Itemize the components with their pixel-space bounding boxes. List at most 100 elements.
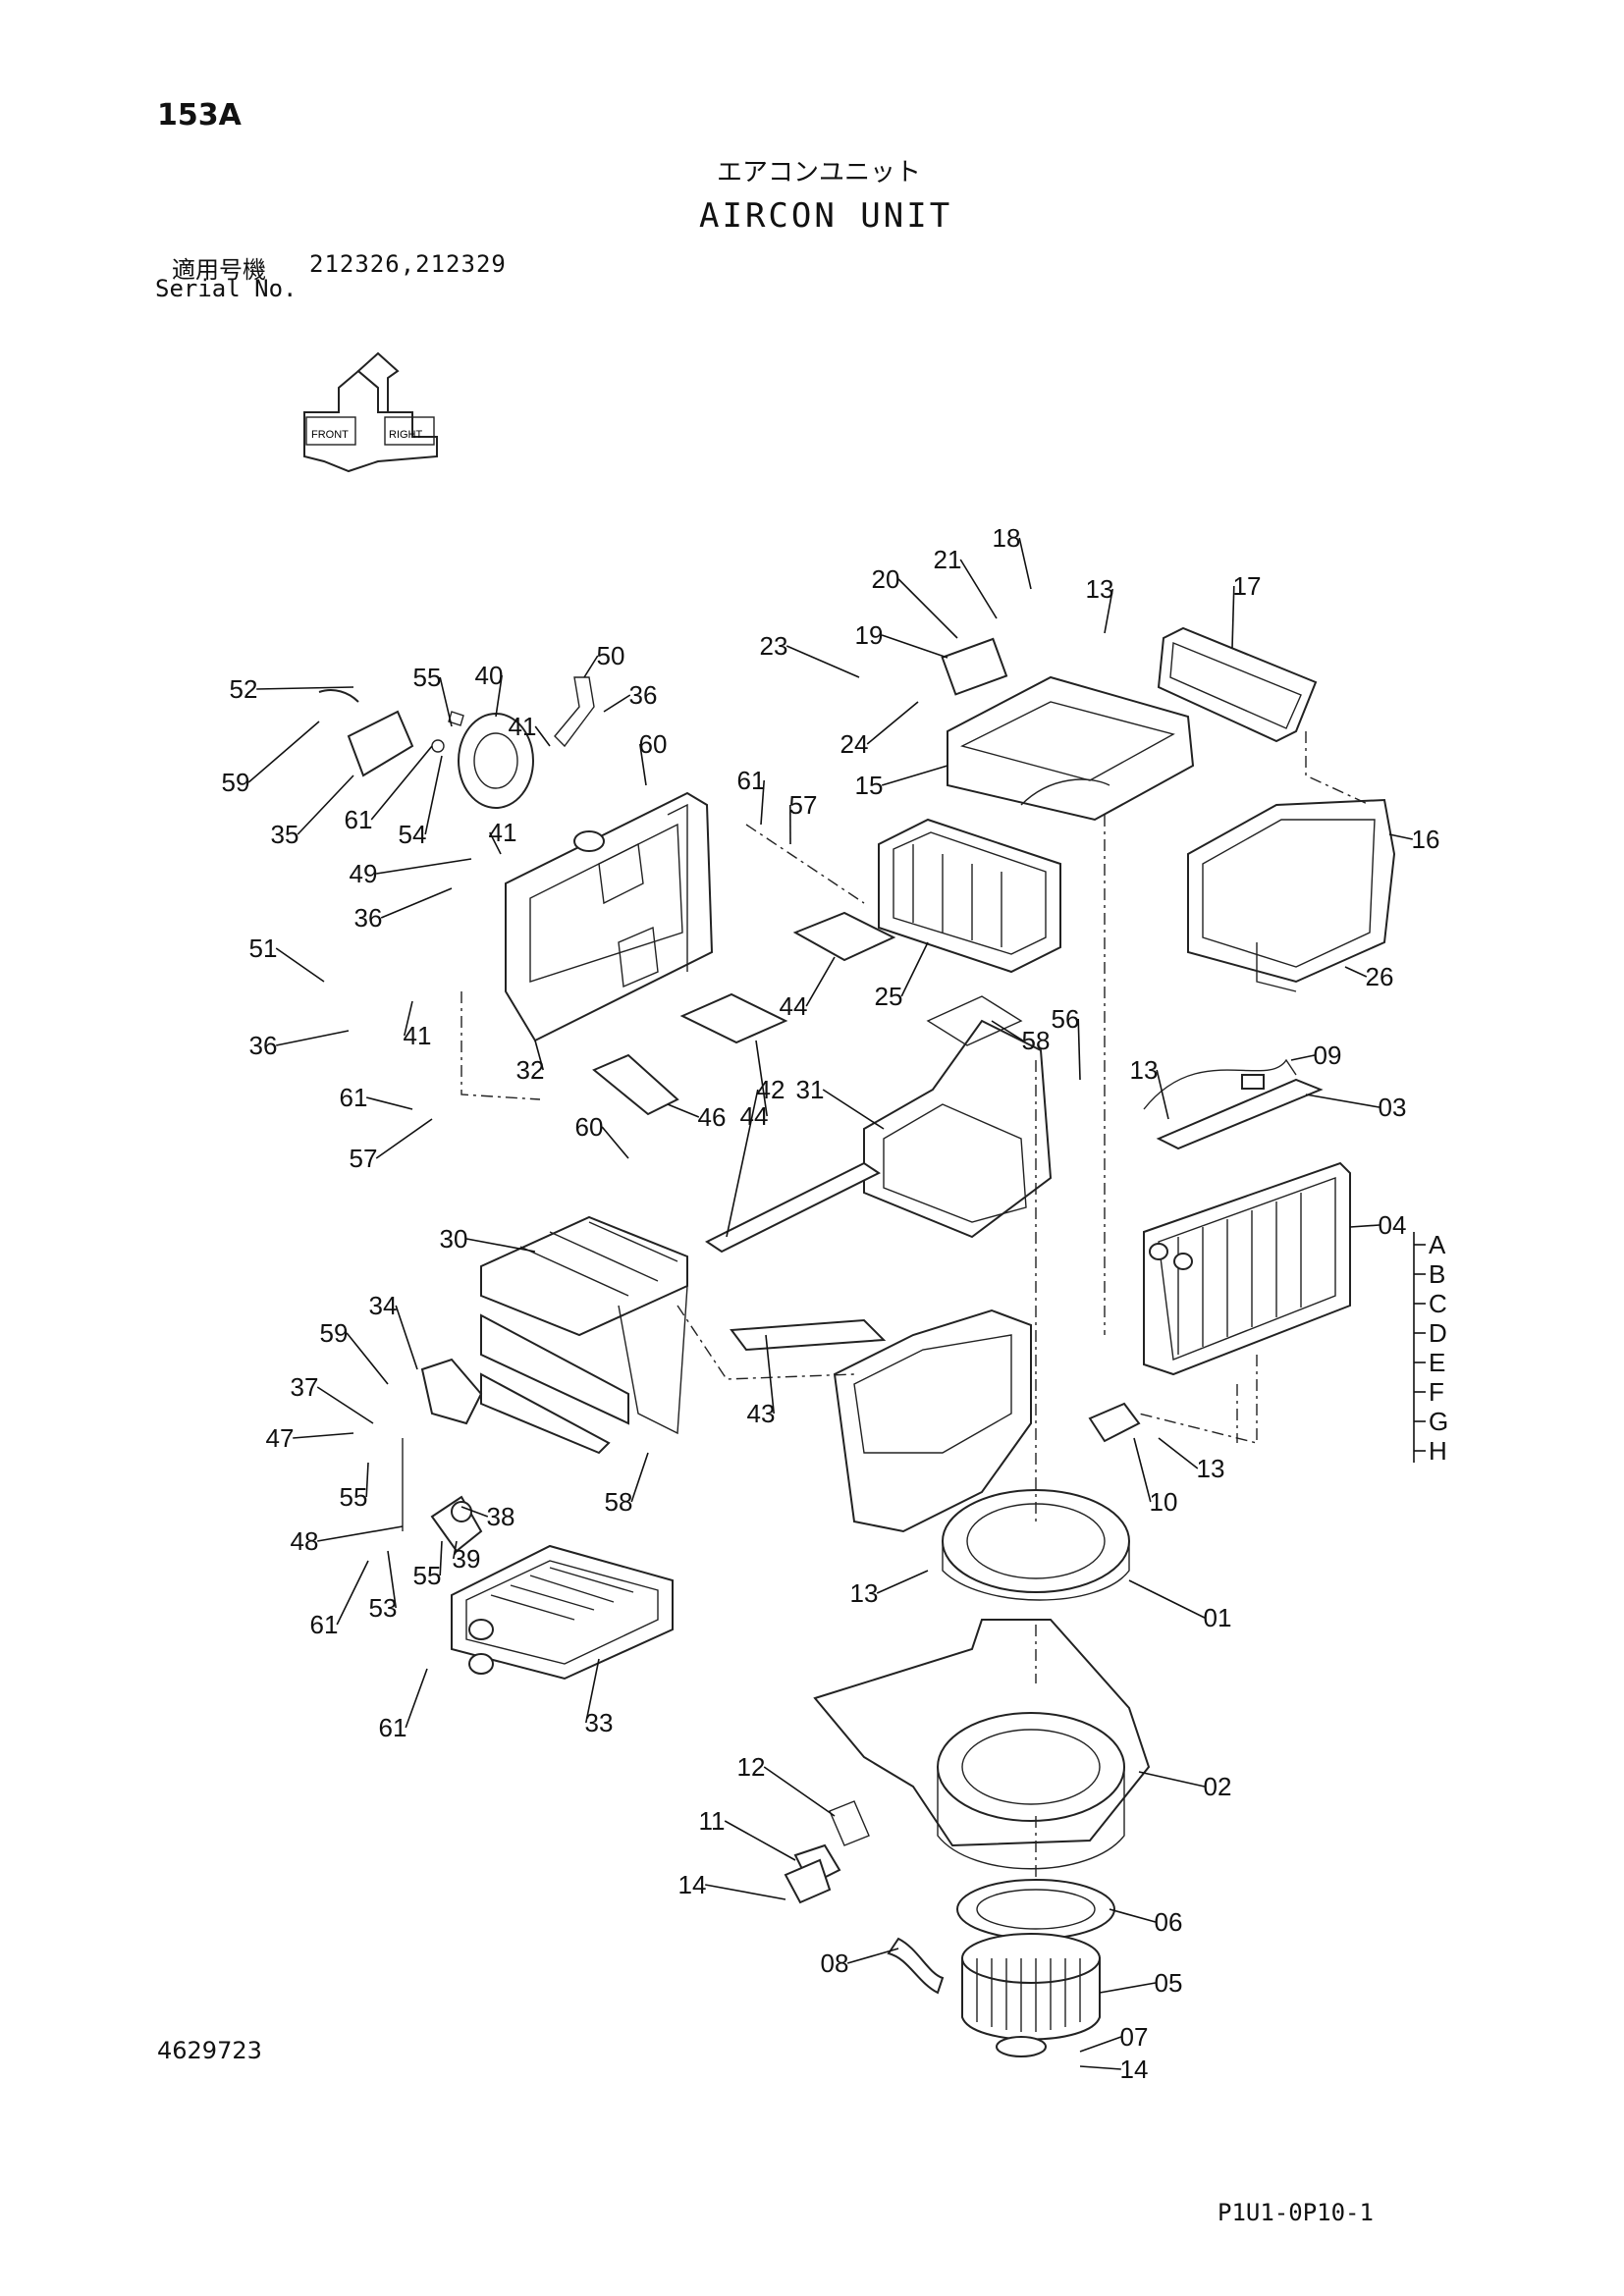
callout-label: 36 xyxy=(249,1031,278,1060)
callout-label: 15 xyxy=(855,771,884,800)
callout-leader-line xyxy=(460,1506,489,1518)
callout-label: 38 xyxy=(487,1502,515,1531)
callout-leader-line xyxy=(959,559,998,619)
callout-label: 33 xyxy=(585,1708,614,1737)
callout-label: 48 xyxy=(291,1526,319,1556)
callout-label: 55 xyxy=(413,663,442,692)
intake-housing-part-16 xyxy=(1187,798,1396,992)
callout-label: 11 xyxy=(699,1806,726,1836)
filter-frame-part-17 xyxy=(1157,626,1318,743)
callout-leader-line xyxy=(1077,1018,1081,1081)
callout-label: 12 xyxy=(737,1752,766,1782)
callout-label: 41 xyxy=(489,818,517,847)
callout-label: 03 xyxy=(1379,1093,1407,1122)
callout-leader-line xyxy=(1158,1437,1199,1469)
callout-label: 16 xyxy=(1412,825,1440,854)
callout-label: 18 xyxy=(993,523,1021,553)
callout-label: 61 xyxy=(340,1083,368,1112)
callout-label: 25 xyxy=(875,982,903,1011)
callout-leader-line xyxy=(395,1305,418,1370)
variant-letter: D xyxy=(1429,1318,1447,1348)
callout-label: 36 xyxy=(354,903,383,933)
callout-leader-line xyxy=(583,655,599,678)
callout-leader-line xyxy=(1109,1908,1157,1923)
callout-leader-line xyxy=(439,1540,443,1576)
actuator-part-34 xyxy=(402,1358,483,1553)
variant-letter: G xyxy=(1429,1407,1448,1436)
orientation-label-front: FRONT xyxy=(311,429,349,441)
callout-leader-line xyxy=(439,676,453,727)
callout-label: 61 xyxy=(345,805,373,834)
callout-leader-line xyxy=(534,725,551,747)
hose-part-08 xyxy=(887,1937,945,1995)
callout-label: 02 xyxy=(1204,1772,1232,1801)
connector-line xyxy=(745,824,865,904)
callout-leader-line xyxy=(466,1238,536,1253)
callout-leader-line xyxy=(726,1089,759,1238)
bracket-part-10 xyxy=(1088,1402,1141,1443)
callout-leader-line xyxy=(991,1020,1024,1041)
callout-leader-line xyxy=(424,755,443,835)
cover-part-03 xyxy=(1143,1058,1324,1150)
callout-label: 04 xyxy=(1379,1210,1407,1240)
callout-label: 47 xyxy=(266,1423,295,1453)
callout-leader-line xyxy=(785,645,860,678)
callout-leader-line xyxy=(705,1884,786,1900)
callout-label: 06 xyxy=(1155,1907,1183,1937)
callout-label: 14 xyxy=(1120,2055,1149,2084)
callout-label: 57 xyxy=(350,1144,378,1173)
callout-leader-line xyxy=(603,694,631,713)
callout-leader-line xyxy=(453,1540,458,1560)
callout-label: 50 xyxy=(597,641,625,670)
variant-letter: E xyxy=(1429,1348,1445,1377)
callout-label: 58 xyxy=(1022,1026,1051,1055)
callout-leader-line xyxy=(866,701,919,745)
callout-label: 61 xyxy=(310,1610,339,1639)
callout-leader-line xyxy=(1231,585,1235,649)
evaporator-part-04 xyxy=(1143,1161,1351,1376)
callout-label: 55 xyxy=(340,1482,368,1512)
callout-leader-line xyxy=(489,831,502,855)
callout-label: 19 xyxy=(855,620,884,650)
callout-label: 52 xyxy=(230,674,258,704)
callout-leader-line xyxy=(336,1560,369,1626)
callout-leader-line xyxy=(256,686,354,690)
seal-strips xyxy=(705,1161,887,1352)
callout-leader-line xyxy=(1349,1224,1380,1228)
heater-core-part-33 xyxy=(451,1544,674,1681)
callout-label: 20 xyxy=(872,564,900,594)
callout-leader-line xyxy=(639,743,647,786)
callout-leader-line xyxy=(881,634,948,659)
orientation-label-right: RIGHT xyxy=(389,429,423,441)
callout-leader-line xyxy=(346,1332,389,1385)
callout-label: 08 xyxy=(821,1949,849,1978)
callout-label: 13 xyxy=(850,1578,879,1608)
callout-leader-line xyxy=(366,1096,413,1110)
callout-label: 43 xyxy=(747,1399,776,1428)
title-japanese: エアコンユニット xyxy=(717,158,922,187)
callout-label: 42 xyxy=(757,1075,785,1104)
callout-label: 13 xyxy=(1130,1055,1159,1085)
callout-label: 32 xyxy=(516,1055,545,1085)
variant-letter: H xyxy=(1429,1436,1447,1466)
callout-label: 24 xyxy=(840,729,869,759)
case-bracket-part-30 xyxy=(480,1215,688,1455)
connector-line xyxy=(460,991,541,1100)
callout-label: 51 xyxy=(249,934,278,963)
callout-leader-line xyxy=(1099,1982,1156,1994)
callout-leader-line xyxy=(876,1570,929,1594)
callout-label: 53 xyxy=(369,1593,398,1623)
callout-label: 57 xyxy=(789,790,818,820)
callout-label: 56 xyxy=(1052,1004,1080,1034)
callout-leader-line xyxy=(630,1452,649,1503)
orientation-arrows-icon: FRONT RIGHT xyxy=(303,351,438,473)
callout-label: 59 xyxy=(320,1318,349,1348)
callout-label: 35 xyxy=(271,820,299,849)
resistor-part-11 xyxy=(784,1800,870,1904)
callout-leader-line xyxy=(667,1103,700,1118)
callout-label: 60 xyxy=(575,1112,604,1142)
callout-label: 17 xyxy=(1233,571,1262,601)
blower-fan-part-06 xyxy=(956,1879,1115,1940)
callout-leader-line xyxy=(601,1126,629,1159)
